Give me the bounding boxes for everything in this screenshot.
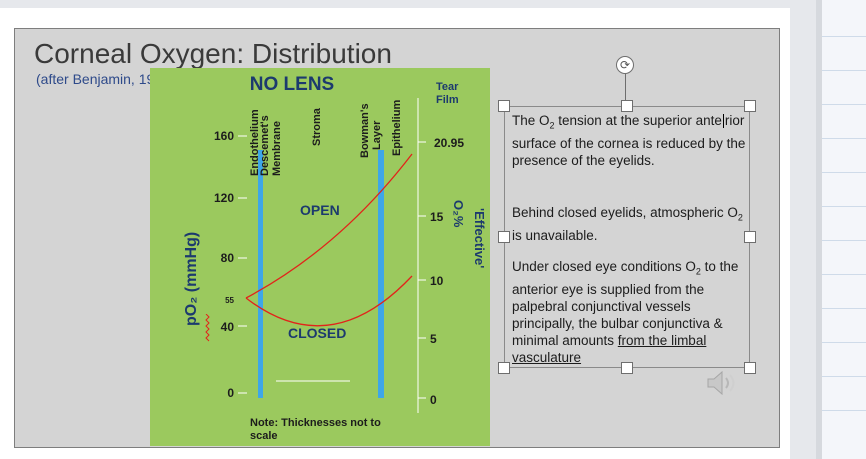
right-tick-label: 15	[430, 210, 444, 224]
tear-film-label: Tear	[436, 81, 459, 93]
paragraph-closed-eye-conditions[interactable]: Under closed eye conditions O2 to the an…	[512, 259, 739, 365]
layer-label-epithelium: Epithelium	[391, 100, 403, 156]
effective-label: 'Effective'	[472, 208, 487, 268]
resize-handle-top-right[interactable]	[744, 100, 756, 112]
spellcheck-squiggle	[205, 314, 210, 342]
resize-handle-bottom[interactable]	[621, 362, 633, 374]
corneal-oxygen-chart[interactable]: NO LENS Tear Film 160 120 80 55 40 0 20.…	[150, 68, 490, 446]
chart-note: scale	[250, 430, 278, 442]
resize-handle-top[interactable]	[621, 100, 633, 112]
resize-handle-top-left[interactable]	[498, 100, 510, 112]
chart-title: NO LENS	[250, 74, 334, 95]
left-tick-label: 0	[227, 386, 234, 400]
closed-curve	[245, 275, 413, 327]
rotate-handle-icon[interactable]: ⟳	[616, 56, 634, 74]
chart-note: Note: Thicknesses not to	[250, 417, 381, 429]
open-curve	[245, 153, 413, 299]
o2-percent-label: O₂%	[451, 200, 466, 228]
resize-handle-bottom-left[interactable]	[498, 362, 510, 374]
resize-handle-right[interactable]	[744, 231, 756, 243]
slide-title[interactable]: Corneal Oxygen: Distribution	[34, 38, 392, 69]
slide-subtitle[interactable]: (after Benjamin, 1994)	[36, 71, 175, 87]
speaker-icon[interactable]	[704, 368, 740, 398]
vertical-scrollbar[interactable]	[816, 0, 822, 459]
epithelium-band	[378, 150, 384, 398]
layer-label-layer: Layer	[371, 120, 383, 150]
layer-label-endothelium: Endothelium	[249, 109, 261, 176]
right-tick-label: 0	[430, 393, 437, 407]
series-label-open: OPEN	[300, 202, 340, 218]
left-tick-label: 120	[214, 191, 234, 205]
left-tick-label: 55	[225, 296, 234, 305]
layer-label-descemets: Descemet's	[259, 115, 271, 176]
notes-panel	[822, 0, 866, 459]
right-tick-label: 10	[430, 274, 444, 288]
layer-label-membrane: Membrane	[271, 121, 283, 176]
left-tick-label: 160	[214, 129, 234, 143]
chart-svg: NO LENS Tear Film 160 120 80 55 40 0 20.…	[183, 74, 487, 442]
endothelium-band	[258, 150, 263, 398]
layer-label-stroma: Stroma	[311, 107, 323, 146]
tear-film-label: Film	[436, 94, 459, 106]
left-axis-label: pO₂ (mmHg)	[183, 232, 200, 326]
right-tick-label: 20.95	[434, 136, 464, 150]
resize-handle-bottom-right[interactable]	[744, 362, 756, 374]
left-tick-label: 40	[221, 320, 235, 334]
series-label-closed: CLOSED	[288, 325, 346, 341]
text-cursor	[722, 114, 724, 129]
right-tick-label: 5	[430, 332, 437, 346]
layer-label-bowmans: Bowman's	[359, 103, 371, 158]
resize-handle-left[interactable]	[498, 231, 510, 243]
paragraph-closed-eyelids[interactable]: Behind closed eyelids, atmospheric O2 is…	[512, 205, 743, 243]
left-tick-label: 80	[221, 251, 235, 265]
rotate-stem	[625, 74, 626, 100]
